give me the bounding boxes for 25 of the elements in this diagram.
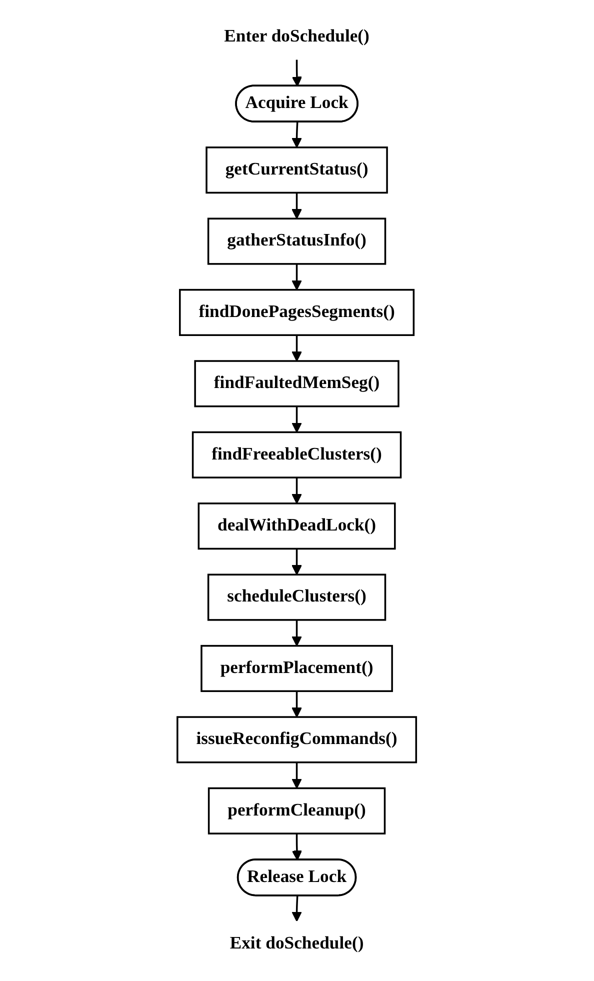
node-box: performPlacement() <box>200 644 394 692</box>
node-box: getCurrentStatus() <box>206 146 388 194</box>
node-text: Exit doSchedule() <box>230 934 364 954</box>
arrow <box>292 620 302 646</box>
arrow <box>292 192 302 220</box>
node-text: Enter doSchedule() <box>224 27 370 46</box>
arrow <box>292 406 302 433</box>
node-box: findDonePagesSegments() <box>179 288 415 336</box>
arrow <box>292 264 302 290</box>
node-box: performCleanup() <box>208 787 386 834</box>
arrow <box>292 762 302 789</box>
node-box: gatherStatusInfo() <box>208 218 386 265</box>
arrow <box>292 478 302 504</box>
node-box: findFreeableClusters() <box>192 431 402 478</box>
arrow <box>292 335 302 362</box>
node-box: issueReconfigCommands() <box>176 716 418 764</box>
arrow <box>292 834 302 861</box>
arrow <box>292 548 302 576</box>
arrow <box>292 691 302 718</box>
node-box: findFaultedMemSeg() <box>194 360 400 408</box>
arrow <box>292 122 302 148</box>
arrow <box>292 60 302 87</box>
arrow <box>292 896 302 922</box>
node-box: scheduleClusters() <box>208 574 386 621</box>
node-box: dealWithDeadLock() <box>198 502 396 550</box>
